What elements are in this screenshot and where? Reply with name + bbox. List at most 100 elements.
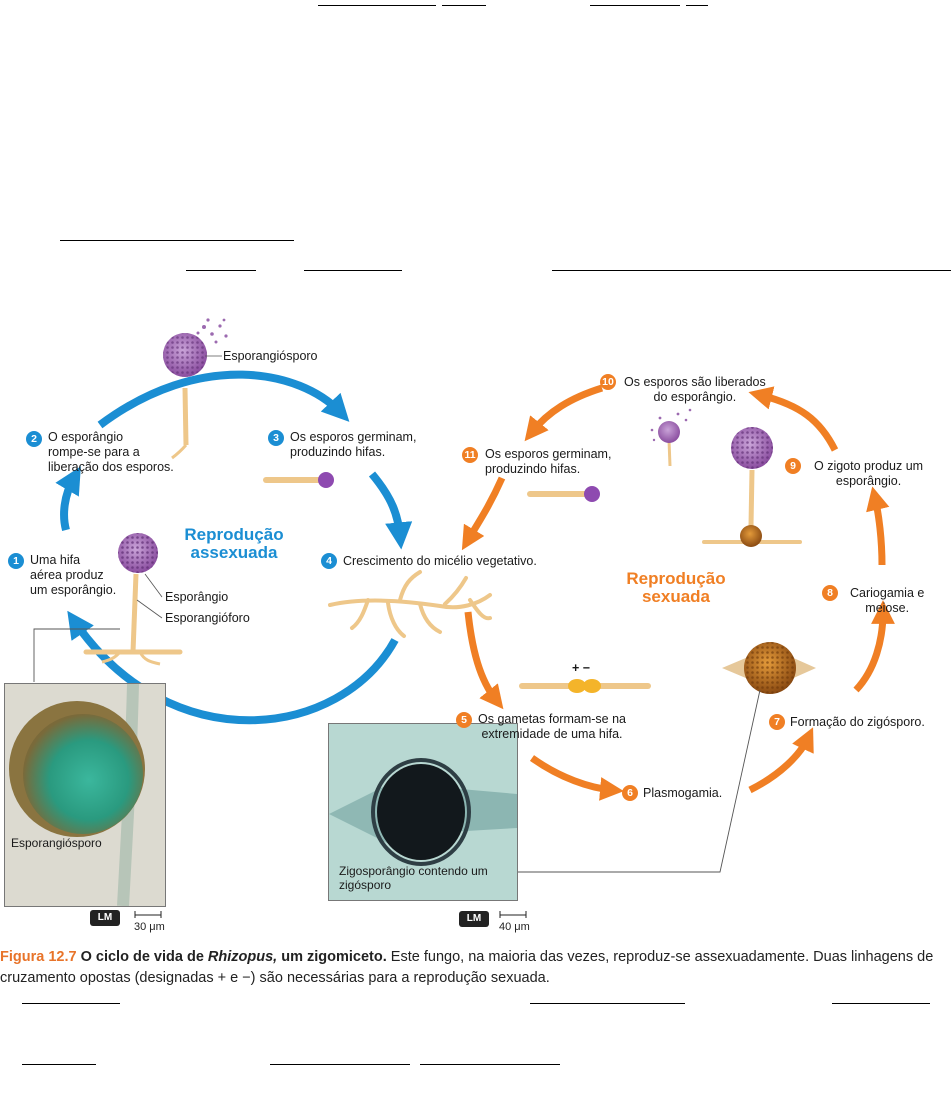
label-plus-minus: + − (572, 661, 591, 675)
arrow-9-to-10 (748, 386, 839, 452)
scale-value: 40 μm (499, 921, 530, 933)
asexual-title: Reprodução assexuada (168, 526, 300, 562)
lm-badge: LM (90, 910, 120, 926)
step-6-badge: 6 (622, 785, 638, 801)
step-10-text: Os esporos são liberados do esporângio. (624, 375, 766, 405)
arrow-6-to-7 (748, 727, 814, 794)
aerial-hypha-sporangium-icon (83, 533, 183, 666)
step-10-line: Os esporos são liberados (624, 375, 766, 389)
arrow-5-to-6 (529, 755, 624, 801)
zygote-sporangium-icon (702, 427, 802, 547)
arrow-3-to-4 (368, 471, 413, 550)
blank-underline (304, 270, 402, 271)
photo2-connector (516, 689, 761, 873)
step-2-line: liberação dos esporos. (48, 460, 174, 474)
step-9-badge: 9 (785, 458, 801, 474)
step-6-text: Plasmogamia. (643, 786, 722, 801)
sporangium-releasing-icon (163, 318, 228, 460)
step-1-line: um esporângio. (30, 583, 117, 597)
step-11-line: produzindo hifas. (485, 462, 581, 476)
blank-underline (22, 1003, 120, 1004)
figure-caption-text: Este fungo, na maioria das vezes, reprod… (0, 949, 934, 986)
step-7-line: Formação do zigósporo. (790, 715, 925, 729)
label-esporangioforo: Esporangióforo (165, 611, 250, 625)
released-spores-icon (650, 408, 692, 467)
life-cycle-diagram (33, 318, 895, 873)
mycelium-icon (328, 570, 492, 638)
step-1-badge: 1 (8, 553, 24, 569)
arrow-4-to-5 (464, 611, 504, 710)
step-6-line: Plasmogamia. (643, 786, 723, 800)
step-2-line: O esporângio (48, 430, 124, 444)
blank-underline (552, 270, 951, 271)
blank-underline (686, 5, 708, 6)
figure-title-italic: Rhizopus, (207, 949, 278, 965)
step-2-line: rompe-se para a (48, 445, 140, 459)
step-11-line: Os esporos germinam, (485, 447, 612, 461)
step-3-line: Os esporos germinam, (290, 430, 417, 444)
blank-underline (186, 270, 256, 271)
step-11-text: Os esporos germinam, produzindo hifas. (485, 447, 611, 477)
gametangia-icon (519, 679, 651, 693)
step-2-badge: 2 (26, 431, 42, 447)
step-1-line: aérea produz (30, 568, 104, 582)
arrow-10-to-11 (524, 384, 604, 442)
sexual-title: Reprodução sexuada (610, 570, 742, 606)
figure-title-post: um zigomiceto. (277, 949, 387, 965)
step-1-text: Uma hifa aérea produz um esporângio. (30, 553, 116, 598)
step-3-badge: 3 (268, 430, 284, 446)
asexual-title-line1: Reprodução (184, 525, 284, 544)
zygosporangium-icon (722, 642, 816, 694)
step-4-line: Crescimento do micélio vegetativo. (343, 554, 537, 568)
blank-underline (442, 5, 486, 6)
blank-underline (590, 5, 680, 6)
blank-underline (530, 1003, 685, 1004)
step-9-text: O zigoto produz um esporângio. (814, 459, 923, 489)
step-7-badge: 7 (769, 714, 785, 730)
step-10-line: do esporângio. (653, 390, 737, 404)
label-esporangio: Esporângio (165, 590, 229, 604)
step-4-badge: 4 (321, 553, 337, 569)
lm-badge: LM (459, 911, 489, 927)
figure-number: Figura 12.7 (0, 949, 77, 965)
step-3-line: produzindo hifas. (290, 445, 386, 459)
step-8-badge: 8 (822, 585, 838, 601)
zygosporangium-micrograph: Zigosporângio contendo um zigósporo (328, 723, 518, 901)
blank-underline (60, 240, 294, 241)
label-esporangiosporo: Esporangiósporo (223, 349, 318, 363)
blank-underline (420, 1064, 560, 1065)
step-5-line: Os gametas formam-se na (478, 712, 626, 726)
step-3-text: Os esporos germinam, produzindo hifas. (290, 430, 416, 460)
step-10-badge: 10 (600, 374, 616, 390)
blank-underline (22, 1064, 96, 1065)
step-8-line: meiose. (865, 601, 910, 615)
arrow-8-to-9 (866, 486, 890, 566)
sexual-title-line1: Reprodução (626, 569, 726, 588)
photo1-label: Esporangiósporo (11, 836, 102, 850)
step-5-badge: 5 (456, 712, 472, 728)
photo1-connector (33, 628, 120, 682)
arrow-11-to-4 (461, 476, 506, 551)
step-8-line: Cariogamia e (850, 586, 925, 600)
arrow-1-to-2 (55, 466, 81, 532)
step-5-line: extremidade de uma hifa. (481, 727, 623, 741)
figure-title-pre: O ciclo de vida de (80, 949, 208, 965)
figure-caption: Figura 12.7 O ciclo de vida de Rhizopus,… (0, 947, 951, 989)
photo2-label-line1: Zigosporângio contendo um (339, 864, 488, 878)
scale-bar (134, 911, 162, 918)
arrow-2-to-3 (97, 370, 350, 429)
sexual-title-line2: sexuada (641, 587, 711, 606)
step-9-line: O zigoto produz um (814, 459, 924, 473)
step-11-badge: 11 (462, 447, 478, 463)
asexual-title-line2: assexuada (190, 543, 278, 562)
step-9-line: esporângio. (835, 474, 902, 488)
scale-value: 30 μm (134, 921, 165, 933)
step-8-text: Cariogamia e meiose. (850, 586, 924, 616)
step-4-text: Crescimento do micélio vegetativo. (343, 554, 537, 569)
germinating-spore-icon (263, 472, 334, 488)
arrow-7-to-8 (853, 600, 895, 693)
scale-bar (499, 911, 527, 918)
blank-underline (270, 1064, 410, 1065)
step-7-text: Formação do zigósporo. (790, 715, 925, 730)
photo2-label-line2: zigósporo (339, 878, 392, 892)
